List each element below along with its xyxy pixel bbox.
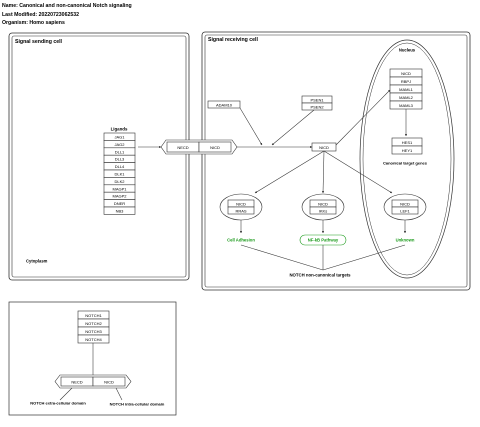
nicd-center-label: NICD (319, 145, 329, 150)
legend-extra-line (59, 387, 73, 401)
legend-notch-notch4-box (77, 334, 110, 344)
receiving-cell-title: Signal receiving cell (208, 37, 258, 43)
nuclear-maml3-label: MAML3 (399, 103, 414, 108)
legend-notch-notch3-label: NOTCH3 (85, 329, 102, 334)
legend-receptor-nicd-label: NICD (104, 379, 114, 384)
pathway-1-ikks-box (309, 206, 337, 215)
ligand-dner-label: DNER (114, 201, 125, 206)
nicd-to-lef1 (323, 150, 393, 194)
organism: Organism: Homo sapiens (2, 20, 65, 26)
pathway-0-outcome: Cell Adhesion (227, 238, 255, 243)
notch-receptor-nicd-label: NICD (210, 145, 220, 150)
sending-cell-inner (11, 35, 187, 278)
cytoplasm-label: Cytoplasm (26, 259, 48, 264)
ligand-dll3-label: DLL3 (115, 157, 125, 162)
sending-cell-outer (8, 32, 190, 281)
pathway-0-nicd-label: NICD (236, 201, 246, 206)
last-modified: Last Modified: 20220723062532 (2, 12, 79, 18)
pathway-0-to-noncanonical (240, 244, 324, 271)
psen-psen2-label: PSEN2 (310, 104, 324, 109)
nicd-to-nucleus (335, 89, 391, 146)
notch-receptor-nicd-box (198, 141, 232, 153)
pathway-1-ikks-label: IKKs (319, 208, 327, 213)
legend-box (8, 301, 177, 416)
legend-intra-label: NOTCH intra-cellular domain (110, 402, 165, 407)
pathway-2-lef1-box (391, 206, 419, 215)
ligand-jag1-label: JAG1 (114, 135, 125, 140)
pathway-name: Name: Canonical and non-canonical Notch … (2, 3, 132, 9)
nucleus-inner (362, 42, 452, 276)
legend-receptor-nicd-box (92, 376, 126, 387)
ligand-nb3-box (103, 206, 136, 215)
nicd-to-ikks (321, 150, 325, 194)
sending-cell-title: Signal sending cell (15, 39, 63, 45)
pathway-1-outcome: NF-kB Pathway (308, 238, 339, 243)
adam10-box (207, 100, 241, 109)
pathway-2-lef1-label: LEF1 (400, 208, 410, 213)
pathway-1-nicd-label: NICD (318, 201, 328, 206)
nucleus-outer (359, 39, 455, 279)
pathway-2-to-noncanonical (322, 244, 406, 271)
ligand-dlk1-label: DLK1 (114, 172, 125, 177)
legend-intra-line (115, 387, 123, 401)
receiving-cell-inner (204, 34, 468, 288)
legend-receptor-necd-label: NECD (71, 379, 82, 384)
nucleus-label: Nucleus (399, 48, 416, 53)
receiving-cell-outer (201, 31, 471, 291)
adam-to-cleavage (239, 107, 263, 146)
psen-psen2-box (301, 102, 333, 111)
non-canonical-label: NOTCH non-canonical targets (289, 273, 351, 278)
ligand-jag2-label: JAG2 (114, 142, 125, 147)
legend-notch-notch1-label: NOTCH1 (85, 313, 102, 318)
canonical-hes1-label: HES1 (402, 140, 413, 145)
pathway-0-rras-label: RRAS (235, 208, 246, 213)
pathway-2-nicd-label: NICD (400, 201, 410, 206)
pathway-2-outcome: Unknown (396, 238, 415, 243)
adam10-label: ADAM10 (216, 102, 233, 107)
nuclear-nicd-label: NICD (401, 71, 411, 76)
ligand-dll4-label: DLL4 (115, 164, 125, 169)
nuclear-rbpj-label: RBPJ (401, 79, 411, 84)
ligand-nb3-label: NB3 (116, 209, 125, 214)
ligand-dlk2-label: DLK2 (114, 179, 125, 184)
pathway-0-rras-box (227, 206, 255, 215)
legend-extra-label: NOTCH extra-cellular domain (30, 401, 86, 406)
canonical-hey1-box (391, 145, 423, 155)
ligand-magp2-label: MAGP2 (112, 194, 127, 199)
nicd-to-rras (254, 150, 325, 194)
psen-psen1-label: PSEN1 (310, 97, 324, 102)
nuclear-maml1-label: MAML1 (399, 87, 414, 92)
ligand-magp1-label: MAGP1 (112, 186, 127, 191)
ligand-dll1-label: DLL1 (115, 149, 125, 154)
ligands-label: Ligands (111, 127, 128, 132)
psen-to-cleavage (271, 109, 315, 146)
legend-notch-notch4-label: NOTCH4 (85, 337, 102, 342)
nuclear-maml2-label: MAML2 (399, 95, 414, 100)
canonical-hey1-label: HEY1 (402, 148, 413, 153)
canonical-label: Canonical target genes (383, 161, 428, 166)
legend-notch-notch2-label: NOTCH2 (85, 321, 102, 326)
notch-receptor-necd-label: NECD (177, 145, 188, 150)
